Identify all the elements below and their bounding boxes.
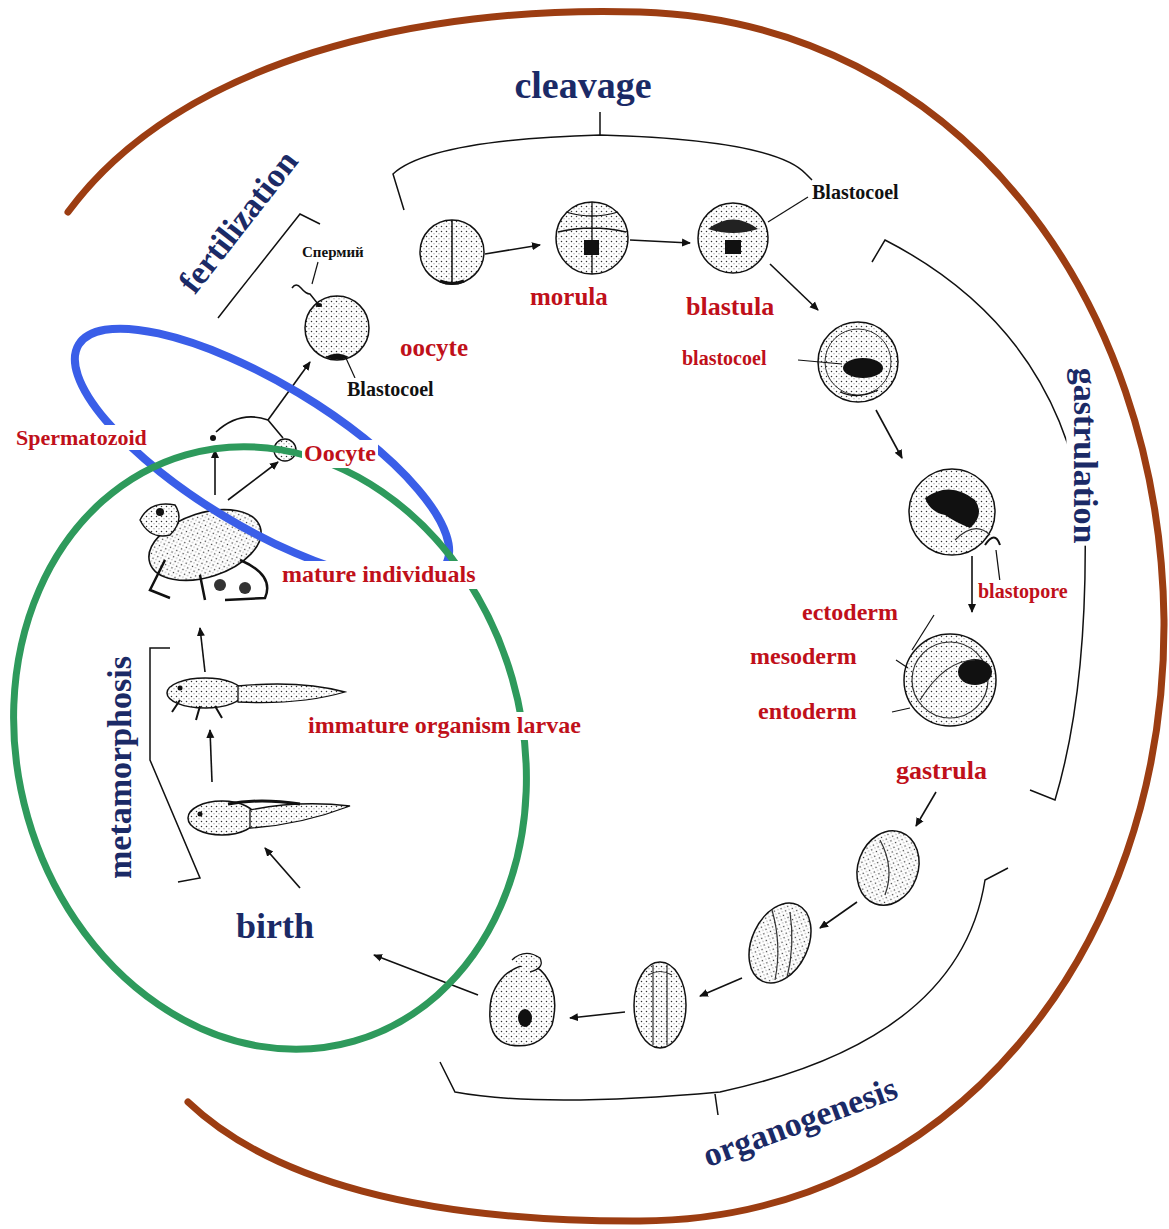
stage-label: immature organism larvae [306, 712, 600, 740]
stage-label: morula [528, 283, 610, 312]
gamete-label: Spermatozoid [14, 425, 149, 450]
stage-label: oocyte [398, 334, 470, 363]
structure-label: Blastocoel [345, 378, 436, 401]
stage-title: cleavage [512, 64, 653, 108]
stage-label: blastula [684, 292, 776, 322]
stage-title: metamorphosis [99, 655, 138, 882]
structure-label: blastopore [976, 580, 1070, 603]
stage-label: mature individuals [280, 561, 478, 589]
gamete-label: Oocyte [302, 440, 378, 468]
stage-label: gastrula [894, 756, 989, 786]
structure-label: Blastocoel [810, 181, 901, 204]
structure-label: Спермий [300, 244, 366, 261]
stage-title: birth [234, 906, 316, 947]
stage-title: fertilization [169, 141, 307, 302]
germ-layer-label: mesoderm [748, 643, 859, 671]
stage-title: gastrulation [1066, 366, 1105, 546]
structure-label: blastocoel [680, 347, 768, 370]
germ-layer-label: ectoderm [800, 599, 900, 627]
germ-layer-label: entoderm [756, 698, 859, 726]
